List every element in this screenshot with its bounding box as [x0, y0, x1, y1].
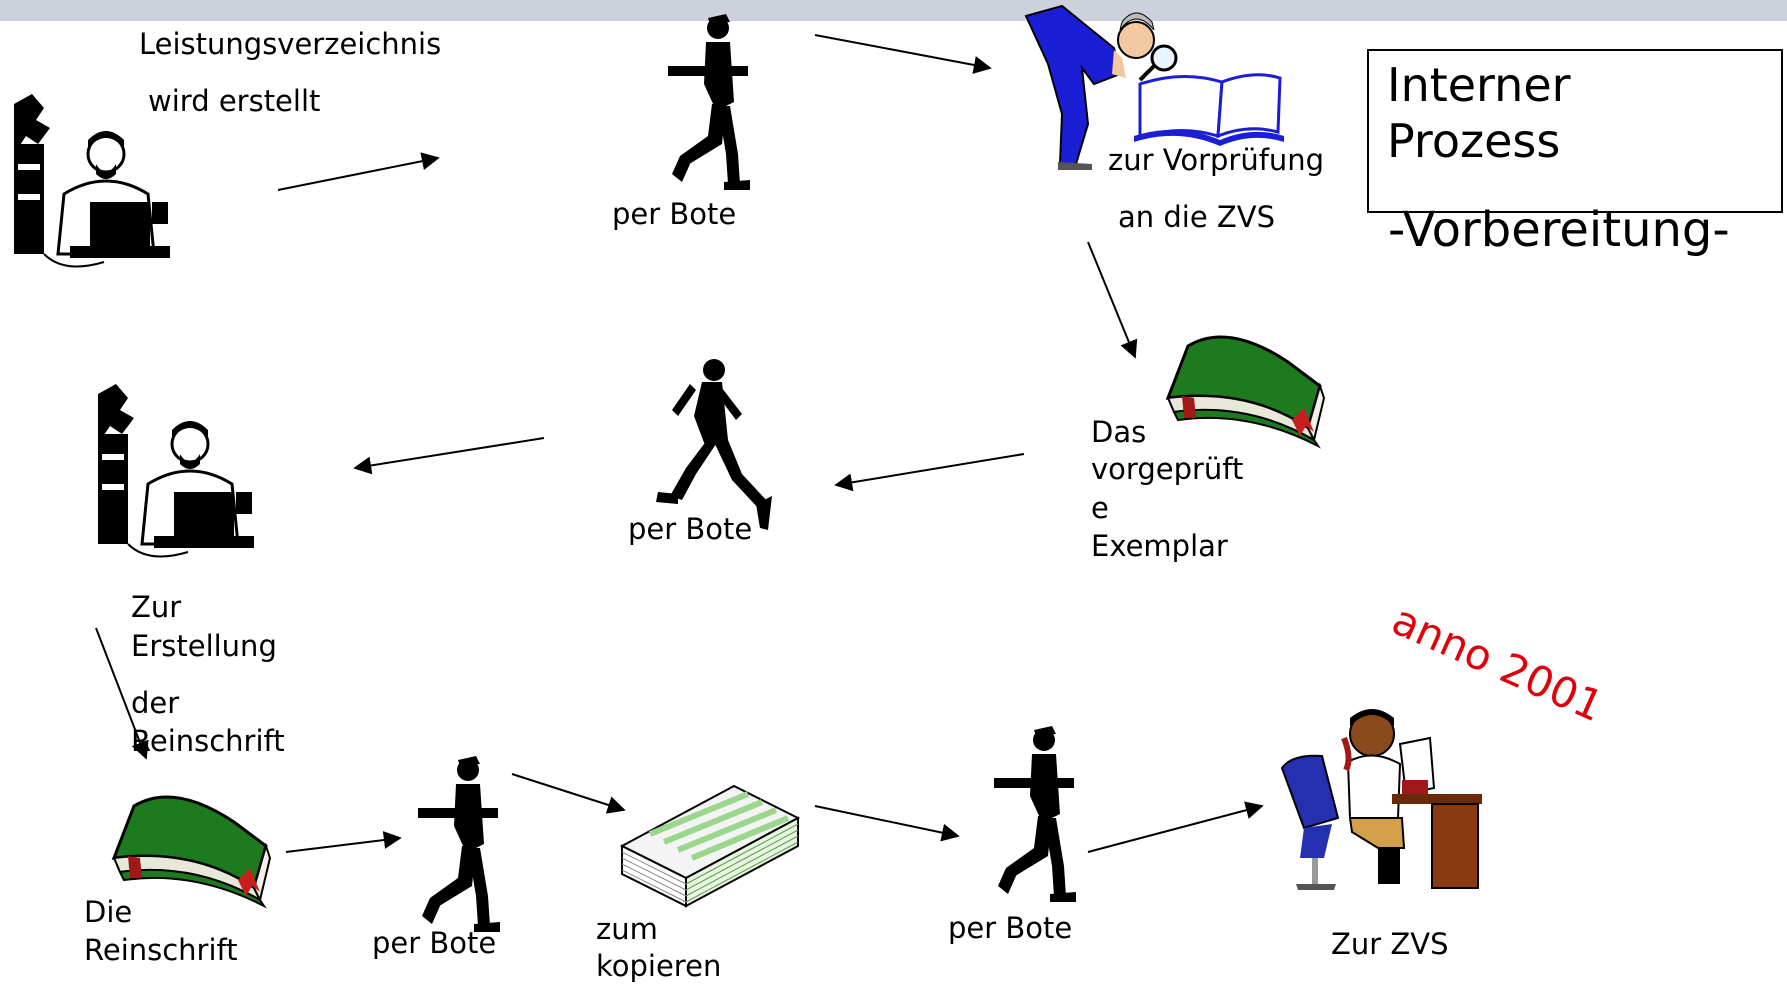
step1-label-line2: wird erstellt — [148, 84, 321, 118]
messenger-label-3: per Bote — [372, 926, 497, 960]
flow-arrow-7 — [285, 831, 402, 853]
flow-arrow-4 — [834, 453, 1025, 492]
step6-label-line2: kopieren — [596, 949, 722, 983]
flow-arrow-6 — [95, 627, 149, 760]
green-book-icon — [112, 795, 272, 908]
top-band — [0, 0, 1787, 21]
step4-label-line4: Reinschrift — [131, 724, 285, 758]
flow-arrow-10 — [1087, 801, 1264, 853]
step1-label-line1: Leistungsverzeichnis — [139, 27, 442, 61]
flow-arrow-1 — [277, 152, 440, 191]
step4-label-line2: Erstellung — [131, 629, 277, 663]
green-book-icon — [1166, 335, 1326, 448]
desk-worker-icon — [96, 382, 256, 558]
step3-label-line4: Exemplar — [1091, 529, 1228, 563]
messenger-runner-icon — [994, 726, 1076, 902]
step4-label-line1: Zur — [131, 590, 182, 624]
subtitle: -Vorbereitung- — [1388, 202, 1730, 258]
flow-arrow-5 — [353, 437, 545, 475]
step5-label-line1: Die — [84, 895, 133, 929]
flow-arrow-9 — [814, 805, 960, 842]
step3-label-line1: Das — [1091, 415, 1147, 449]
flow-arrow-8 — [511, 773, 626, 814]
step5-label-line2: Reinschrift — [84, 933, 238, 967]
messenger-label-4: per Bote — [948, 911, 1073, 945]
step4-label-line3: der — [131, 686, 180, 720]
title-line1: Interner — [1387, 58, 1571, 112]
inspector-icon — [1024, 4, 1284, 170]
paper-stack-icon — [619, 784, 801, 908]
step6-label-line1: zum — [596, 912, 658, 946]
step2-label-line2: an die ZVS — [1118, 200, 1276, 234]
step3-label-line2: vorgeprüft — [1091, 452, 1244, 486]
step3-label-line3: e — [1091, 491, 1109, 525]
step2-label-line1: zur Vorprüfung — [1108, 143, 1325, 177]
messenger-label-2: per Bote — [628, 512, 753, 546]
step7-label: Zur ZVS — [1331, 927, 1449, 961]
runner-icon — [656, 359, 772, 530]
desk-worker-icon — [12, 92, 172, 268]
title-box: Interner Prozess — [1367, 49, 1783, 213]
messenger-runner-icon — [668, 14, 750, 190]
flow-arrow-2 — [814, 34, 992, 74]
office-phone-icon — [1280, 709, 1482, 890]
messenger-label-1: per Bote — [612, 197, 737, 231]
messenger-runner-icon — [418, 756, 500, 932]
flow-arrow-3 — [1087, 241, 1138, 359]
title-line2: Prozess — [1387, 114, 1561, 168]
